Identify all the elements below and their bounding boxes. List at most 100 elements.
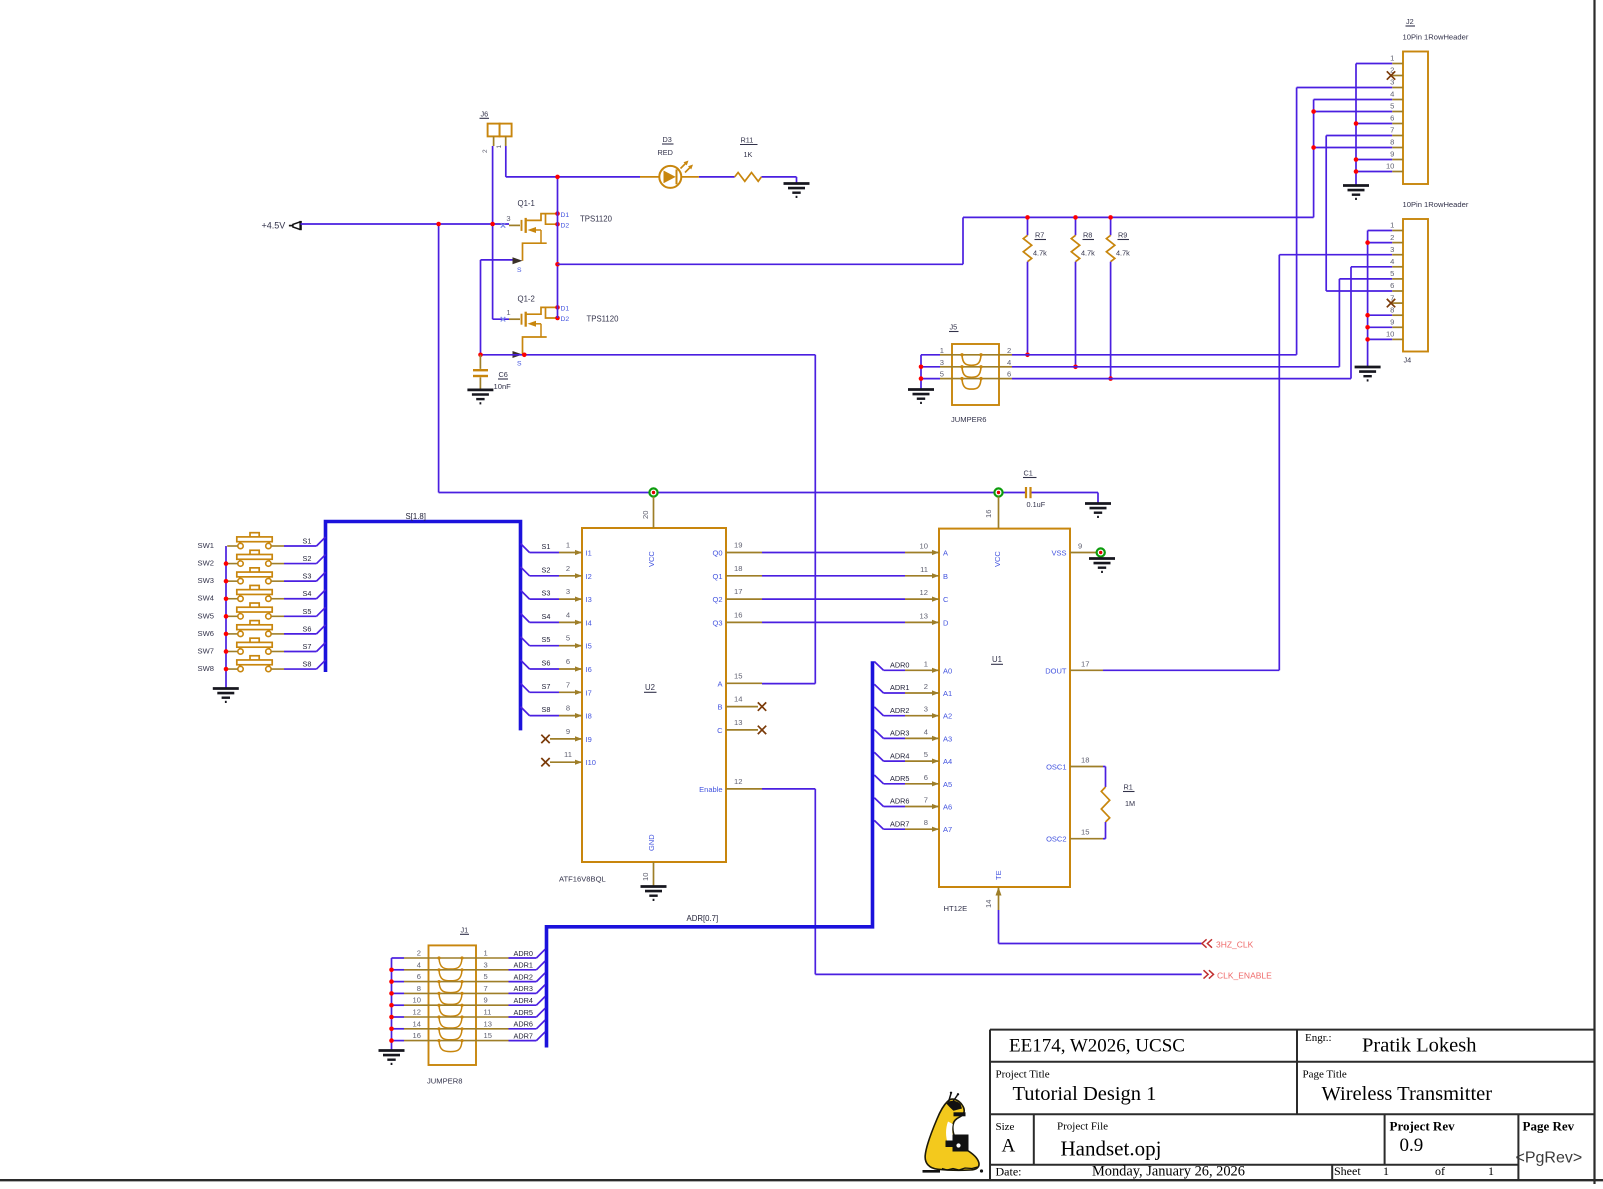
svg-text:10: 10: [920, 542, 928, 551]
svg-text:9: 9: [1390, 150, 1394, 159]
svg-text:12: 12: [734, 777, 742, 786]
svg-text:1: 1: [924, 659, 928, 668]
svg-text:4: 4: [924, 727, 928, 736]
svg-text:B: B: [943, 572, 948, 581]
svg-text:3: 3: [1390, 78, 1394, 87]
svg-text:2: 2: [1390, 66, 1394, 75]
svg-text:A6: A6: [943, 803, 952, 812]
svg-text:3HZ_CLK: 3HZ_CLK: [1216, 940, 1254, 950]
svg-text:1: 1: [484, 949, 488, 958]
svg-text:I10: I10: [586, 758, 596, 767]
svg-text:J1: J1: [461, 926, 469, 935]
svg-text:1M: 1M: [1125, 799, 1135, 808]
svg-text:ADR2: ADR2: [514, 972, 533, 981]
svg-text:S8: S8: [303, 660, 312, 669]
svg-text:J6: J6: [481, 110, 489, 119]
svg-text:3: 3: [566, 587, 570, 596]
svg-text:I8: I8: [586, 712, 592, 721]
svg-text:11: 11: [920, 565, 928, 574]
svg-text:10Pin 1RowHeader: 10Pin 1RowHeader: [1403, 33, 1469, 42]
svg-text:5: 5: [924, 750, 928, 759]
svg-text:10: 10: [1386, 162, 1394, 171]
svg-text:Date:: Date:: [996, 1165, 1022, 1179]
svg-text:1: 1: [1390, 221, 1394, 230]
svg-text:A3: A3: [943, 734, 952, 743]
svg-text:8: 8: [1390, 305, 1394, 314]
svg-text:8: 8: [924, 818, 928, 827]
svg-text:R1: R1: [1124, 783, 1133, 792]
svg-text:5: 5: [566, 634, 570, 643]
svg-text:1: 1: [940, 346, 944, 355]
svg-text:ADR[0.7]: ADR[0.7]: [687, 914, 719, 923]
svg-text:9: 9: [1078, 542, 1082, 551]
svg-text:Q2: Q2: [712, 595, 722, 604]
svg-text:8: 8: [566, 704, 570, 713]
svg-text:Page Title: Page Title: [1303, 1069, 1347, 1081]
svg-text:R8: R8: [1083, 231, 1092, 240]
svg-text:C6: C6: [499, 370, 508, 379]
svg-text:S1: S1: [303, 537, 312, 546]
svg-text:S: S: [517, 361, 522, 368]
svg-text:A: A: [1002, 1136, 1016, 1157]
svg-text:15: 15: [734, 671, 742, 680]
svg-text:S1: S1: [542, 542, 551, 551]
svg-text:S[1.8]: S[1.8]: [406, 512, 426, 521]
svg-text:2: 2: [1007, 346, 1011, 355]
svg-text:Q1-2: Q1-2: [518, 295, 535, 304]
svg-text:18: 18: [734, 564, 742, 573]
svg-text:ADR7: ADR7: [514, 1031, 533, 1040]
svg-text:10: 10: [1386, 330, 1394, 339]
svg-text:8: 8: [1390, 138, 1394, 147]
svg-text:Project File: Project File: [1057, 1121, 1108, 1133]
svg-text:Engr.:: Engr.:: [1305, 1032, 1332, 1044]
svg-text:Page Rev: Page Rev: [1523, 1119, 1575, 1134]
svg-text:ADR6: ADR6: [890, 797, 909, 806]
svg-text:15: 15: [1081, 828, 1089, 837]
svg-text:S6: S6: [303, 624, 312, 633]
svg-text:C: C: [943, 595, 949, 604]
svg-text:16: 16: [734, 610, 742, 619]
svg-text:ADR3: ADR3: [514, 984, 533, 993]
svg-text:3: 3: [484, 960, 488, 969]
svg-text:VCC: VCC: [993, 551, 1002, 567]
svg-text:Project Rev: Project Rev: [1390, 1119, 1456, 1134]
svg-text:D1: D1: [561, 306, 570, 313]
svg-text:10: 10: [641, 873, 650, 881]
svg-text:12: 12: [920, 588, 928, 597]
svg-text:A4: A4: [943, 757, 952, 766]
svg-text:Tutorial Design 1: Tutorial Design 1: [1013, 1083, 1157, 1105]
svg-text:GND: GND: [647, 834, 656, 851]
svg-text:Q0: Q0: [712, 549, 722, 558]
svg-text:ADR3: ADR3: [890, 729, 909, 738]
svg-text:4: 4: [1390, 257, 1394, 266]
svg-text:A0: A0: [943, 666, 952, 675]
svg-text:4.7k: 4.7k: [1081, 249, 1095, 258]
svg-text:1: 1: [1488, 1164, 1494, 1178]
svg-text:2: 2: [482, 149, 489, 153]
svg-text:1: 1: [1390, 54, 1394, 63]
svg-text:19: 19: [734, 541, 742, 550]
svg-text:ADR1: ADR1: [890, 683, 909, 692]
svg-text:ADR5: ADR5: [514, 1008, 533, 1017]
svg-text:4: 4: [417, 960, 421, 969]
svg-text:7: 7: [566, 680, 570, 689]
svg-text:8: 8: [417, 984, 421, 993]
svg-text:I3: I3: [586, 595, 592, 604]
svg-text:J4: J4: [1404, 356, 1412, 365]
svg-text:9: 9: [484, 996, 488, 1005]
svg-text:7: 7: [1390, 293, 1394, 302]
svg-text:2: 2: [417, 949, 421, 958]
svg-text:5: 5: [940, 370, 944, 379]
svg-text:+4.5V: +4.5V: [262, 221, 286, 231]
svg-text:0.1uF: 0.1uF: [1027, 500, 1046, 509]
svg-text:4.7k: 4.7k: [1033, 249, 1047, 258]
svg-text:ADR7: ADR7: [890, 819, 909, 828]
svg-text:A5: A5: [943, 780, 952, 789]
svg-text:4: 4: [1007, 358, 1011, 367]
svg-text:A2: A2: [943, 712, 952, 721]
svg-text:13: 13: [484, 1019, 492, 1028]
svg-text:S5: S5: [303, 607, 312, 616]
svg-text:Sheet: Sheet: [1334, 1164, 1361, 1178]
svg-text:TPS1120: TPS1120: [580, 215, 613, 224]
svg-text:D1: D1: [561, 212, 570, 219]
